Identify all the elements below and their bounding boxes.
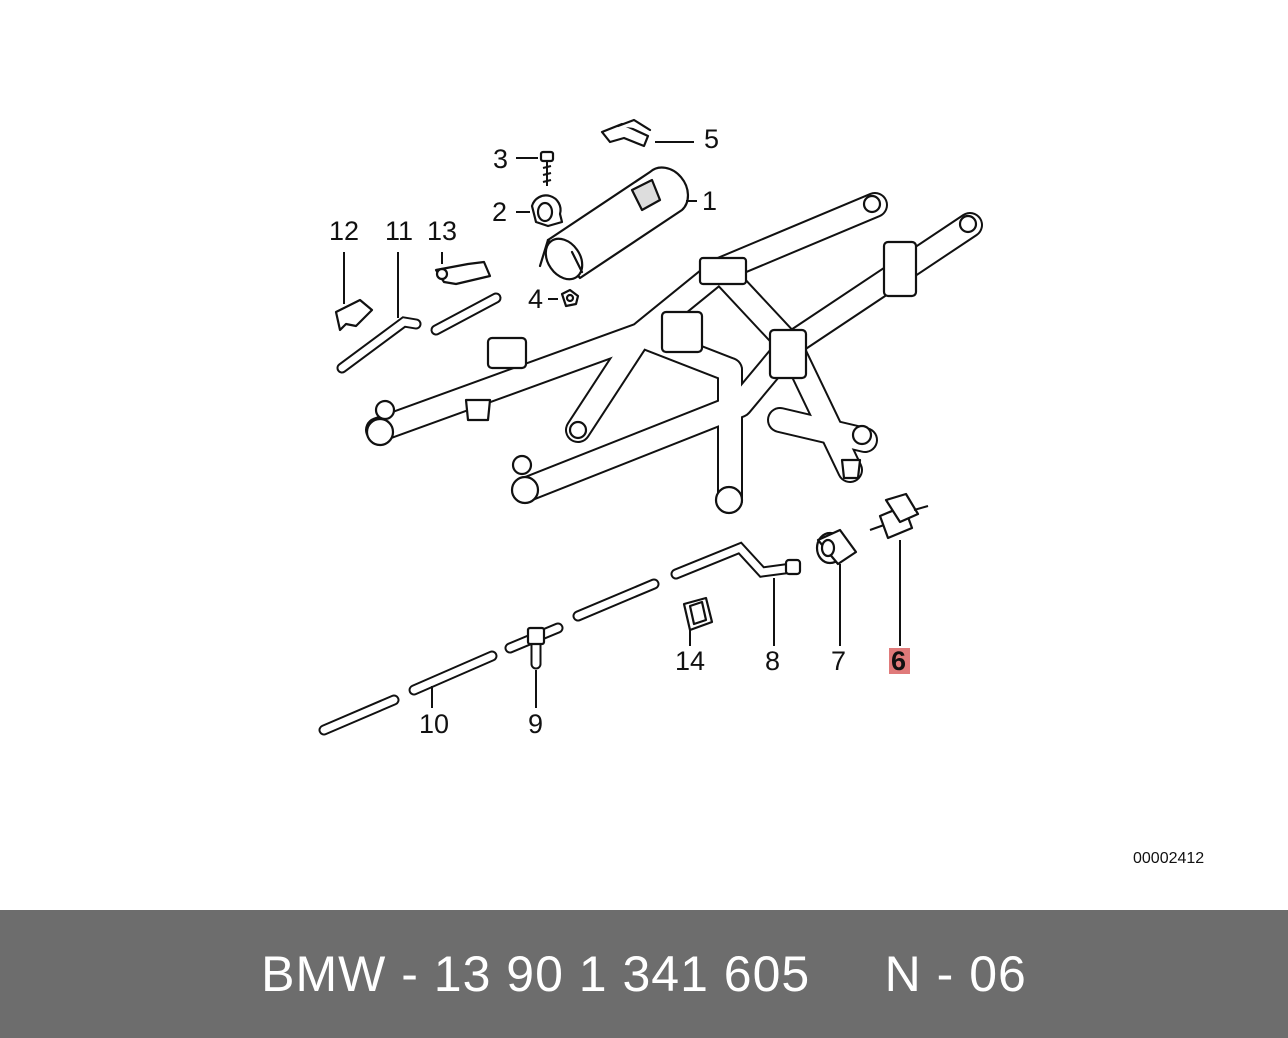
holder-12 [334,298,374,332]
rear-frame [365,192,983,515]
hose-segment-c [318,694,400,736]
parts-diagram: 1 2 3 4 5 6 7 8 9 10 11 12 13 14 0000241… [318,118,1204,867]
clamp [530,194,564,228]
hose-bent [670,541,802,580]
holder-13 [434,260,492,286]
clip [682,596,714,632]
canister [538,166,689,281]
rod [336,316,422,374]
footer-bar: BMW - 13 90 1 341 605 N - 06 [0,910,1288,1038]
callout-12: 12 [329,216,359,246]
rod-short [430,292,502,336]
callout-6: 6 [891,646,906,676]
screw [539,150,555,186]
callout-11: 11 [385,216,413,246]
callout-9: 9 [528,709,543,739]
callout-13: 13 [427,216,457,246]
nut [560,288,580,308]
grommet [815,528,858,566]
callout-14: 14 [675,646,705,676]
callout-10: 10 [419,709,449,739]
callout-1: 1 [702,186,717,216]
callout-7: 7 [831,646,846,676]
part-number-title: BMW - 13 90 1 341 605 N - 06 [261,946,1027,1002]
t-piece [504,622,564,670]
reference-number: 00002412 [1133,850,1204,867]
callout-6-highlight [889,648,910,674]
hose-segment-a [572,578,660,622]
callout-3: 3 [493,144,508,174]
bracket [600,118,652,148]
callout-4: 4 [528,284,543,314]
callout-5: 5 [704,124,719,154]
leader-lines [343,141,901,708]
callout-2: 2 [492,197,507,227]
hose-segment-b [408,650,498,696]
callout-8: 8 [765,646,780,676]
valve [869,492,929,540]
